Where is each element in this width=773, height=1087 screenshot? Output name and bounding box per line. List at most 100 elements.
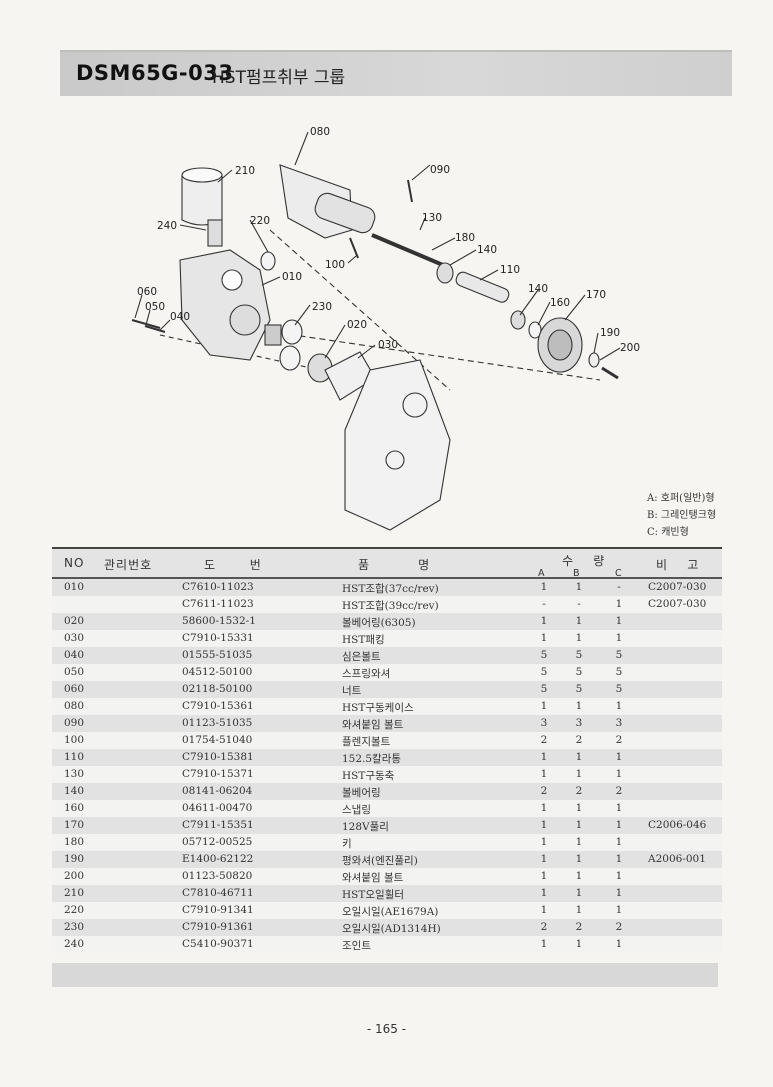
row-qty-b: 1 <box>575 802 583 814</box>
row-qty-a: 5 <box>540 649 548 661</box>
row-part-name: 플렌지볼트 <box>342 736 391 748</box>
row-part-number: C7810-46711 <box>182 887 254 899</box>
row-part-name: 조인트 <box>342 940 371 952</box>
row-part-number: C5410-90371 <box>182 938 254 950</box>
callout-230: 230 <box>312 301 332 313</box>
row-qty-a: 5 <box>540 666 548 678</box>
callout-140-lower: 140 <box>528 283 548 295</box>
row-qty-b: 1 <box>575 887 583 899</box>
row-qty-c: 1 <box>615 904 623 916</box>
table-header: NO 관리번호 도 번 품 명 수 량 A B C 비 고 <box>52 547 722 579</box>
row-qty-c: 1 <box>615 751 623 763</box>
row-qty-c: 2 <box>615 921 623 933</box>
row-qty-a: 1 <box>540 802 548 814</box>
row-qty-b: 1 <box>575 870 583 882</box>
callout-060: 060 <box>137 286 157 298</box>
row-qty-a: 1 <box>540 615 548 627</box>
row-qty-a: 1 <box>540 870 548 882</box>
callout-180: 180 <box>455 232 475 244</box>
callout-190: 190 <box>600 327 620 339</box>
row-no: 190 <box>64 853 85 865</box>
col-qty-a: A <box>538 568 545 579</box>
row-qty-b: 1 <box>575 938 583 950</box>
callout-050: 050 <box>145 301 165 313</box>
row-qty-b: 5 <box>575 666 583 678</box>
callout-130: 130 <box>422 212 442 224</box>
row-qty-a: 1 <box>540 768 548 780</box>
row-qty-a: 2 <box>540 785 548 797</box>
callout-100: 100 <box>325 259 345 271</box>
row-no: 180 <box>64 836 85 848</box>
row-qty-a: 1 <box>540 836 548 848</box>
row-part-name: HST구동축 <box>342 770 395 782</box>
row-qty-b: 1 <box>575 632 583 644</box>
row-qty-b: 2 <box>575 734 583 746</box>
row-no: 220 <box>64 904 85 916</box>
row-part-number: 01123-51035 <box>182 717 253 729</box>
row-no: 090 <box>64 717 85 729</box>
row-qty-c: 1 <box>615 768 623 780</box>
row-part-name: HST패킹 <box>342 634 385 646</box>
row-part-name: 와셔붙임 볼트 <box>342 719 404 731</box>
row-qty-b: 1 <box>575 904 583 916</box>
row-part-number: 08141-06204 <box>182 785 253 797</box>
row-no: 020 <box>64 615 85 627</box>
row-no: 170 <box>64 819 85 831</box>
row-part-number: 02118-50100 <box>182 683 253 695</box>
row-part-name: 128V풀리 <box>342 821 389 833</box>
header-bar: DSM65G-033 HST펌프취부 그룹 <box>60 50 732 96</box>
row-part-name: 스프링와셔 <box>342 668 391 680</box>
row-note: C2006-046 <box>648 819 707 831</box>
row-part-number: 01754-51040 <box>182 734 253 746</box>
row-no: 200 <box>64 870 85 882</box>
row-no: 230 <box>64 921 85 933</box>
callout-170: 170 <box>586 289 606 301</box>
row-qty-a: - <box>542 598 546 610</box>
row-part-number: C7910-15331 <box>182 632 254 644</box>
row-qty-b: 2 <box>575 785 583 797</box>
row-qty-a: 1 <box>540 853 548 865</box>
row-qty-a: 1 <box>540 700 548 712</box>
group-title: HST펌프취부 그룹 <box>212 68 346 88</box>
row-no: 050 <box>64 666 85 678</box>
row-qty-a: 1 <box>540 819 548 831</box>
col-qty-b: B <box>573 568 580 579</box>
row-qty-b: 1 <box>575 853 583 865</box>
page-number: - 165 - <box>366 1022 407 1036</box>
row-no: 060 <box>64 683 85 695</box>
row-qty-b: 1 <box>575 819 583 831</box>
row-no: 110 <box>64 751 85 763</box>
row-qty-c: 1 <box>615 887 623 899</box>
callout-020: 020 <box>347 319 367 331</box>
row-part-number: 01555-51035 <box>182 649 253 661</box>
col-qty-c: C <box>615 568 622 579</box>
callout-010: 010 <box>282 271 302 283</box>
row-part-name: 와셔붙임 볼트 <box>342 872 404 884</box>
col-note: 비 고 <box>656 558 700 572</box>
row-qty-b: 5 <box>575 683 583 695</box>
row-part-number: E1400-62122 <box>182 853 254 865</box>
row-part-name: 오일시일(AD1314H) <box>342 923 441 935</box>
row-part-number: C7611-11023 <box>182 598 254 610</box>
row-no: 130 <box>64 768 85 780</box>
row-no: 010 <box>64 581 85 593</box>
row-qty-c: 1 <box>615 938 623 950</box>
row-part-name: 볼베어링 <box>342 787 381 799</box>
row-qty-a: 1 <box>540 632 548 644</box>
row-qty-c: 1 <box>615 802 623 814</box>
row-part-number: C7910-91361 <box>182 921 254 933</box>
row-qty-b: 2 <box>575 921 583 933</box>
col-name: 품 명 <box>358 558 431 572</box>
